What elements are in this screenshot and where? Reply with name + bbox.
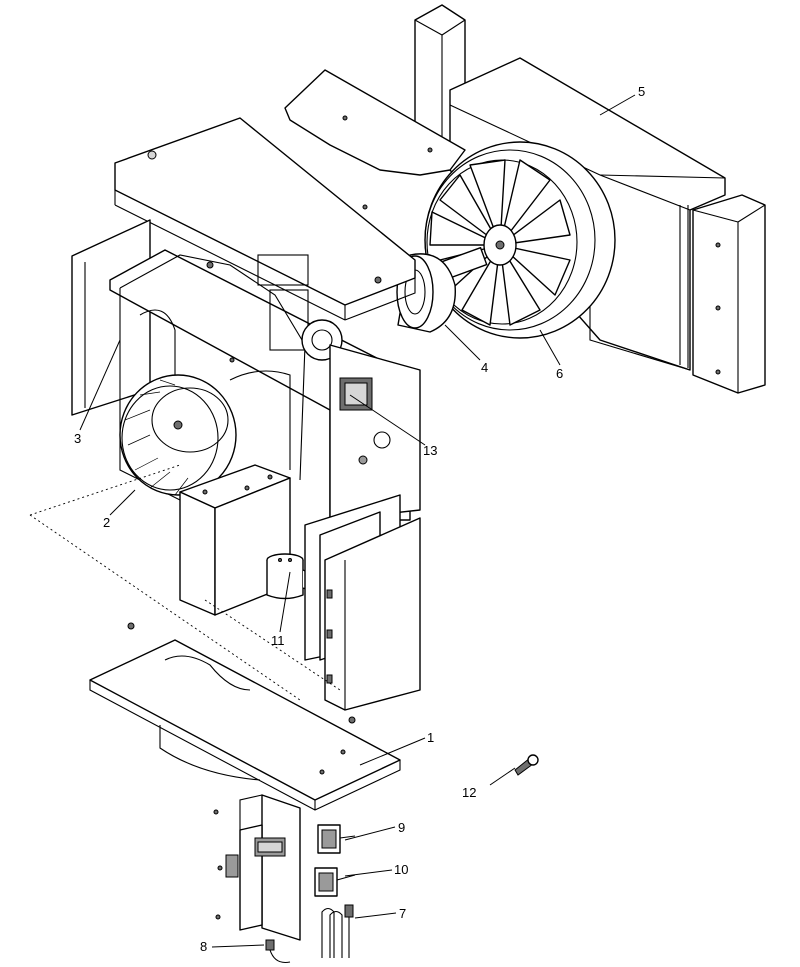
sensor-tube	[321, 904, 354, 958]
callout-5: 5	[638, 84, 645, 99]
assembly-lines	[29, 464, 341, 701]
blower-wheel	[119, 374, 237, 496]
screw	[514, 754, 539, 776]
thermostat-switch	[314, 867, 356, 897]
top-cover	[114, 69, 466, 321]
callout-9: 9	[398, 820, 405, 835]
callout-6: 6	[556, 366, 563, 381]
cord-clip	[265, 939, 291, 964]
base-pan	[89, 622, 401, 811]
callout-11: 11	[271, 633, 285, 648]
callout-10: 10	[394, 862, 408, 877]
callout-3: 3	[74, 431, 81, 446]
side-panel-right	[692, 194, 766, 394]
control-box	[213, 794, 301, 941]
callout-4: 4	[481, 360, 488, 375]
callout-7: 7	[399, 906, 406, 921]
callout-13: 13	[423, 443, 437, 458]
leader-lines	[79, 94, 636, 948]
callout-12: 12	[462, 785, 476, 800]
callout-8: 8	[200, 939, 207, 954]
callout-labels: 5 4 6 3 13 2 11 1 12 9 10 7 8	[74, 84, 645, 954]
selector-switch	[317, 824, 356, 854]
callout-1: 1	[427, 730, 434, 745]
condenser-fan-blade	[424, 141, 616, 339]
side-access-panel	[304, 344, 421, 711]
callout-2: 2	[103, 515, 110, 530]
